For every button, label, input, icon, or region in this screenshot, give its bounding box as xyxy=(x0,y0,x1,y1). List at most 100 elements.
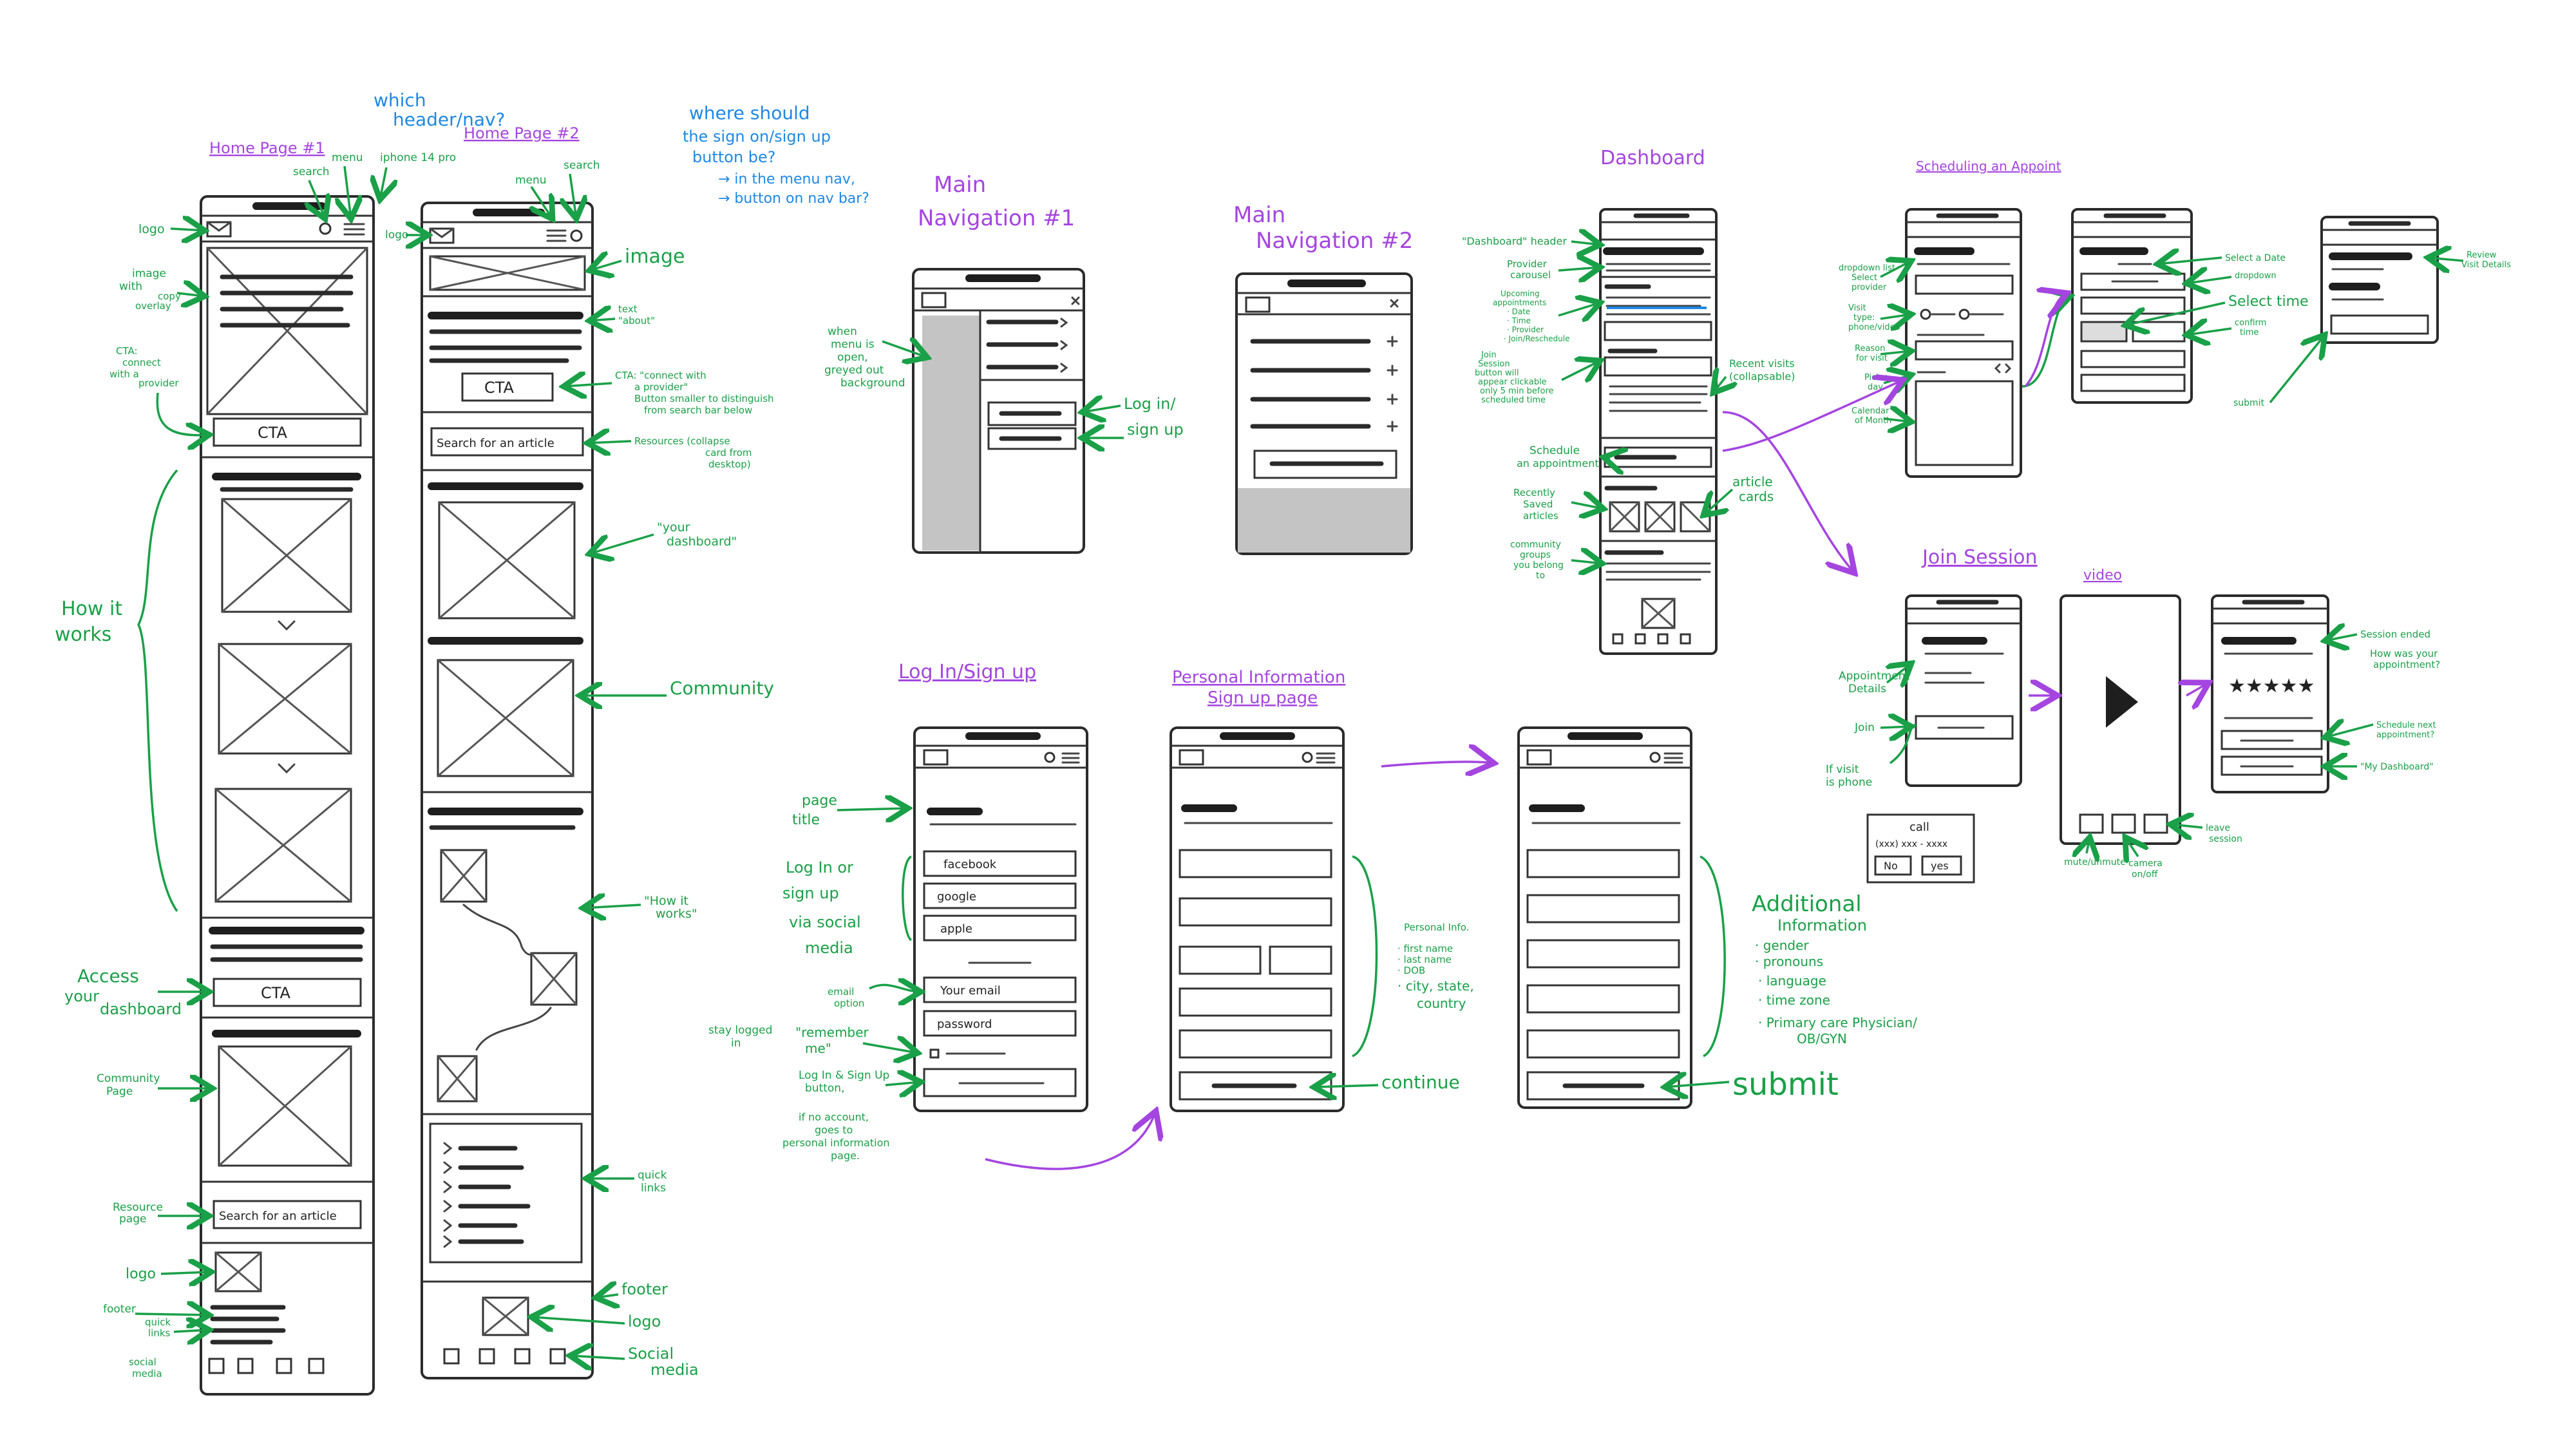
h2-footer: footer xyxy=(621,1280,668,1298)
home1-cta-text: CTA xyxy=(258,424,288,442)
h1-logo2: logo xyxy=(126,1266,156,1282)
h1-image-4: overlay xyxy=(135,300,171,312)
nav-annotations: when menu is open, greyed out background… xyxy=(824,325,1184,439)
nav-open-3: open, xyxy=(837,351,868,364)
rating-stars: ★★★★★ xyxy=(2228,675,2315,697)
h1-cta-4: provider xyxy=(138,377,179,389)
d-upcoming-1: Upcoming xyxy=(1501,289,1540,298)
dashboard-annotations: "Dashboard" header Provider carousel Upc… xyxy=(1462,235,1795,581)
d-upcoming-5: · Provider xyxy=(1507,325,1544,334)
p-continue: continue xyxy=(1381,1072,1460,1093)
a-item-6: OB/GYN xyxy=(1797,1031,1847,1046)
question-header-2: header/nav? xyxy=(393,109,505,130)
j-leave-1: leave xyxy=(2206,823,2230,833)
login-wireframe: facebook google apple Your email passwor… xyxy=(913,726,1088,1112)
h1-cta-3: with a xyxy=(109,368,139,380)
scheduling-wireframes xyxy=(1905,208,2439,478)
j-next-2: appointment? xyxy=(2376,730,2434,740)
p-info-1: Personal Info. xyxy=(1404,922,1469,933)
s-reason-1: Reason xyxy=(1855,344,1885,354)
h2-social-1: Social xyxy=(628,1345,674,1363)
h2-menu: menu xyxy=(515,174,547,187)
home2-cta-text: CTA xyxy=(484,379,515,397)
d-community-1: community xyxy=(1510,540,1561,550)
question-header-1: which xyxy=(374,90,426,111)
s-visit-3: phone/video xyxy=(1848,323,1900,332)
l-noacc-4: page. xyxy=(831,1150,860,1162)
j-leave-2: session xyxy=(2209,834,2242,844)
l-email-1: email xyxy=(828,986,854,998)
s-time: Select time xyxy=(2228,294,2309,310)
d-join-6: scheduled time xyxy=(1481,395,1546,405)
h1-access-2: your xyxy=(64,987,99,1005)
title-home1: Home Page #1 xyxy=(209,139,325,157)
l-noacc-3: personal information xyxy=(782,1137,890,1149)
l-email-2: option xyxy=(834,998,864,1009)
h2-cta-3: Button smaller to distinguish xyxy=(634,393,774,404)
l-title-1: page xyxy=(802,793,837,809)
home1-annotations: search menu iphone 14 pro logo image wit… xyxy=(55,151,456,1379)
personal-info-wireframe xyxy=(1170,726,1345,1112)
s-confirm-1: confirm xyxy=(2235,318,2266,328)
call-title: call xyxy=(1909,820,1929,834)
h1-quick-1: quick xyxy=(145,1316,171,1328)
j-ifvisit-2: is phone xyxy=(1826,776,1872,789)
d-header: "Dashboard" header xyxy=(1462,235,1567,247)
h1-resource-1: Resource xyxy=(113,1201,163,1214)
a-item-2: · pronouns xyxy=(1755,954,1823,969)
s-calendar-1: Calendar xyxy=(1852,406,1889,416)
home2-search-text: Search for an article xyxy=(437,437,554,450)
d-recent-1: Recent visits xyxy=(1729,357,1795,370)
login-apple: apple xyxy=(940,922,972,936)
s-calendar-2: of Month xyxy=(1855,416,1891,426)
h2-resources-1: Resources (collapse xyxy=(634,435,730,447)
session-wireframes: ★★★★★ call (xxx) xxx - xxxx No yes xyxy=(1866,594,2329,884)
question-signon-4: → in the menu nav, xyxy=(718,171,855,187)
call-no: No xyxy=(1884,860,1898,872)
d-recently-2: Saved xyxy=(1523,498,1553,510)
s-reason-2: for visit xyxy=(1856,354,1888,363)
a-item-1: · gender xyxy=(1755,938,1809,953)
j-join: Join xyxy=(1854,721,1875,734)
login-email: Your email xyxy=(940,984,1001,998)
h1-social-2: media xyxy=(132,1368,162,1379)
flow-arrows xyxy=(985,293,2209,1170)
d-join-4: appear clickable xyxy=(1478,377,1547,387)
s-dropdown-1: dropdown list xyxy=(1839,263,1895,273)
login-google: google xyxy=(937,890,976,904)
p-info-5: · city, state, xyxy=(1397,978,1474,994)
p-info-2: · first name xyxy=(1397,943,1453,954)
additional-info-wireframe xyxy=(1517,726,1692,1109)
d-provider-1: Provider xyxy=(1507,258,1548,270)
home1-cta2-text: CTA xyxy=(261,984,291,1002)
title-home2: Home Page #2 xyxy=(464,124,580,142)
s-dropdown-3: provider xyxy=(1852,283,1887,292)
d-upcoming-3: · Date xyxy=(1507,307,1530,316)
h2-logo: logo xyxy=(385,229,408,242)
a-item-3: · language xyxy=(1758,973,1826,989)
design-questions: which header/nav? where should the sign … xyxy=(374,90,869,207)
d-provider-2: carousel xyxy=(1510,269,1551,281)
l-via-3: via social xyxy=(789,913,861,931)
h1-how-1: How it xyxy=(61,598,122,620)
h2-logo2: logo xyxy=(628,1312,661,1331)
l-via-4: media xyxy=(805,939,853,957)
d-schedule-2: an appointment xyxy=(1517,457,1599,469)
h1-image-1: image xyxy=(132,267,166,280)
home-page-2-wireframe: CTA Search for an article xyxy=(421,202,594,1379)
s-dropdown-2: Select xyxy=(1852,273,1877,283)
l-remember-1: "remember xyxy=(795,1025,869,1040)
h1-community-2: Page xyxy=(106,1085,133,1098)
l-noacc-2: goes to xyxy=(815,1124,853,1136)
question-signon-1: where should xyxy=(689,102,810,124)
d-join-1: Join xyxy=(1481,350,1497,360)
h2-how-1: "How it xyxy=(644,894,688,908)
question-signon-3: button be? xyxy=(692,148,776,166)
a-title-1: Additional xyxy=(1752,891,1862,917)
s-picky-1: Pick a xyxy=(1864,373,1889,383)
j-next-1: Schedule next xyxy=(2376,721,2436,730)
l-remember-2: me" xyxy=(805,1041,831,1056)
d-article-2: cards xyxy=(1739,489,1774,504)
h2-quick-1: quick xyxy=(638,1169,667,1182)
